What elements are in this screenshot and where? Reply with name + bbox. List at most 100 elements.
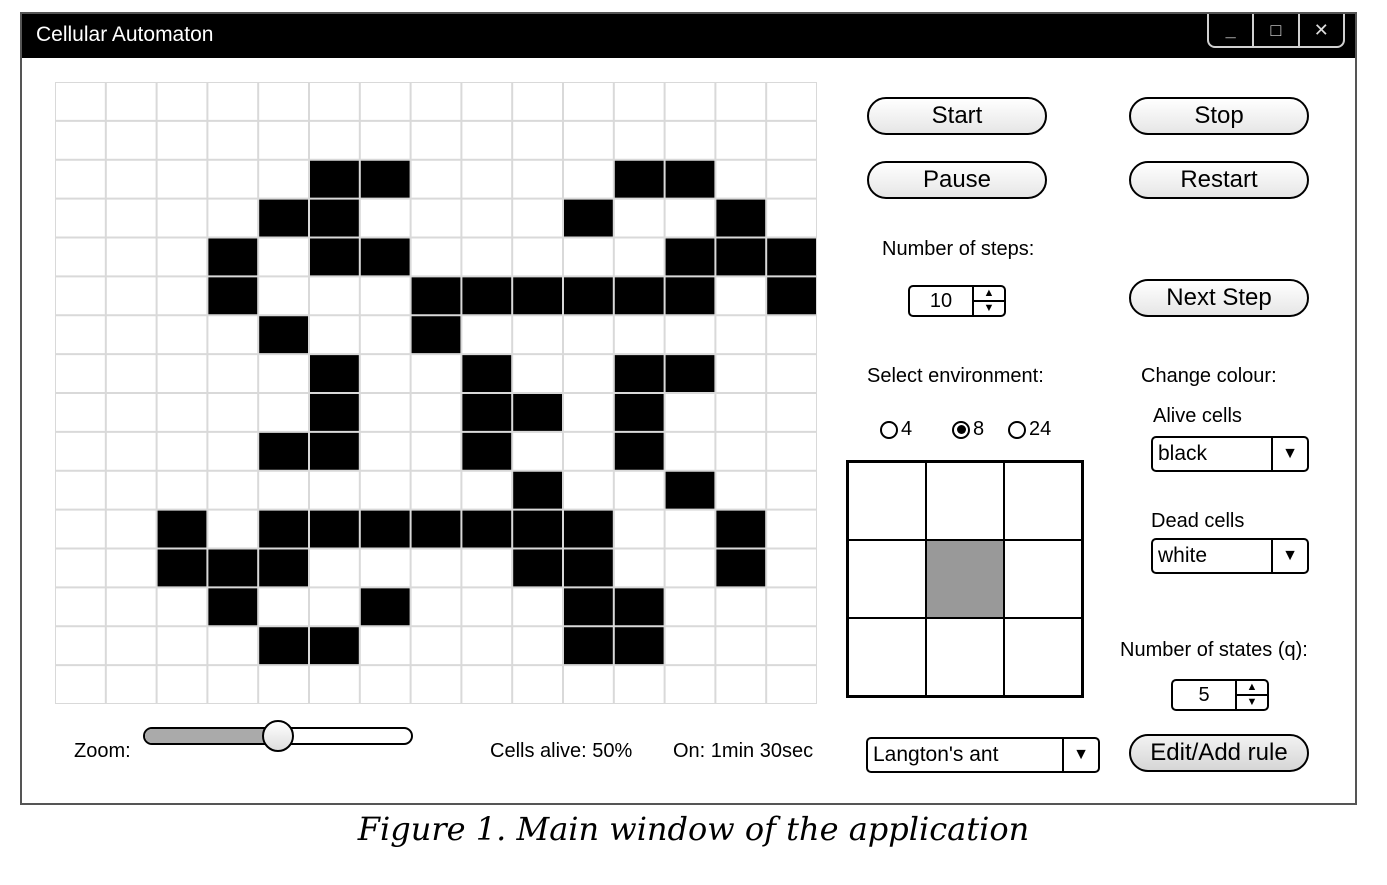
chevron-down-icon[interactable]: ▼ [1271,540,1307,572]
alive-cell[interactable] [613,587,665,627]
chevron-down-icon[interactable]: ▼ [1062,739,1098,771]
alive-cell[interactable] [512,276,563,316]
environment-radio-24[interactable]: 24 [1008,418,1051,441]
alive-cell[interactable] [359,587,411,627]
dead-colour-value[interactable]: white [1158,544,1208,567]
cell-grid-canvas[interactable] [55,82,817,704]
alive-cell[interactable] [258,509,309,549]
alive-cell[interactable] [512,548,563,588]
alive-cell[interactable] [563,587,614,627]
alive-cell[interactable] [309,626,360,666]
alive-cell[interactable] [461,509,513,549]
alive-cell[interactable] [563,548,614,588]
alive-cell[interactable] [258,431,309,471]
alive-cell[interactable] [563,198,614,238]
minimize-button[interactable]: _ [1225,19,1236,40]
radio-icon[interactable] [1008,420,1026,439]
rule-select[interactable]: Langton's ant ▼ [866,737,1100,773]
alive-cell[interactable] [258,198,309,238]
zoom-slider-fill [145,729,280,743]
alive-cell[interactable] [156,509,208,549]
alive-cell[interactable] [359,509,411,549]
spin-down-icon[interactable]: ▼ [983,302,995,314]
alive-cell[interactable] [410,276,462,316]
alive-cell[interactable] [664,276,716,316]
alive-cell[interactable] [156,548,208,588]
alive-cell[interactable] [613,276,665,316]
zoom-slider[interactable] [143,720,413,752]
alive-cell[interactable] [309,237,360,277]
alive-cell[interactable] [258,548,309,588]
alive-cell[interactable] [664,470,716,510]
states-value[interactable]: 5 [1198,683,1210,706]
alive-cell[interactable] [461,354,513,393]
alive-cell[interactable] [715,509,767,549]
alive-cell[interactable] [461,276,513,316]
alive-cell[interactable] [207,276,259,316]
alive-cell[interactable] [613,354,665,393]
steps-spinner-arrows[interactable]: ▲ ▼ [972,287,1004,315]
alive-cell[interactable] [563,626,614,666]
alive-cell[interactable] [613,393,665,432]
alive-cell[interactable] [715,548,767,588]
edit-rule-button[interactable]: Edit/Add rule [1129,734,1309,772]
alive-cell[interactable] [207,587,259,627]
cell-grid[interactable] [55,82,817,704]
alive-cell[interactable] [309,354,360,393]
alive-cell[interactable] [309,198,360,238]
start-button[interactable]: Start [867,97,1047,135]
alive-cell[interactable] [512,470,563,510]
alive-cell[interactable] [309,431,360,471]
alive-cell[interactable] [563,276,614,316]
alive-cell[interactable] [207,548,259,588]
alive-cell[interactable] [359,237,411,277]
chevron-down-icon[interactable]: ▼ [1271,438,1307,470]
alive-cell[interactable] [512,393,563,432]
alive-cell[interactable] [563,509,614,549]
stop-button[interactable]: Stop [1129,97,1309,135]
steps-spinner[interactable]: 10 ▲ ▼ [908,285,1006,317]
restart-button[interactable]: Restart [1129,161,1309,199]
alive-cell[interactable] [410,509,462,549]
alive-cell[interactable] [461,393,513,432]
alive-cell[interactable] [207,237,259,277]
alive-cell[interactable] [664,237,716,277]
alive-colour-value[interactable]: black [1158,442,1208,465]
alive-cell[interactable] [258,626,309,666]
environment-radio-8[interactable]: 8 [952,418,984,441]
alive-cell[interactable] [461,431,513,471]
states-spinner[interactable]: 5 ▲ ▼ [1171,679,1269,711]
steps-value[interactable]: 10 [929,289,953,312]
alive-cell[interactable] [766,276,817,316]
spin-down-icon[interactable]: ▼ [1246,696,1258,708]
alive-colour-select[interactable]: black ▼ [1151,436,1309,472]
states-spinner-arrows[interactable]: ▲ ▼ [1235,681,1267,709]
pause-button[interactable]: Pause [867,161,1047,199]
alive-cell[interactable] [258,315,309,355]
alive-cell[interactable] [359,159,411,199]
alive-cell[interactable] [309,393,360,432]
alive-cell[interactable] [410,315,462,355]
alive-cell[interactable] [613,159,665,199]
spin-up-icon[interactable]: ▲ [1237,681,1267,696]
maximize-button[interactable]: □ [1252,14,1297,46]
zoom-slider-thumb[interactable] [262,720,294,752]
radio-selected-icon[interactable] [952,420,970,439]
close-button[interactable]: ✕ [1297,14,1343,46]
alive-cell[interactable] [613,431,665,471]
alive-cell[interactable] [766,237,817,277]
alive-cell[interactable] [664,159,716,199]
radio-icon[interactable] [880,420,898,439]
environment-radio-4[interactable]: 4 [880,418,912,441]
rule-value[interactable]: Langton's ant [873,743,999,766]
next-step-button[interactable]: Next Step [1129,279,1309,317]
dead-colour-select[interactable]: white ▼ [1151,538,1309,574]
alive-cell[interactable] [309,159,360,199]
alive-cell[interactable] [664,354,716,393]
alive-cell[interactable] [512,509,563,549]
alive-cell[interactable] [613,626,665,666]
alive-cell[interactable] [715,237,767,277]
alive-cell[interactable] [715,198,767,238]
alive-cell[interactable] [309,509,360,549]
spin-up-icon[interactable]: ▲ [974,287,1004,302]
